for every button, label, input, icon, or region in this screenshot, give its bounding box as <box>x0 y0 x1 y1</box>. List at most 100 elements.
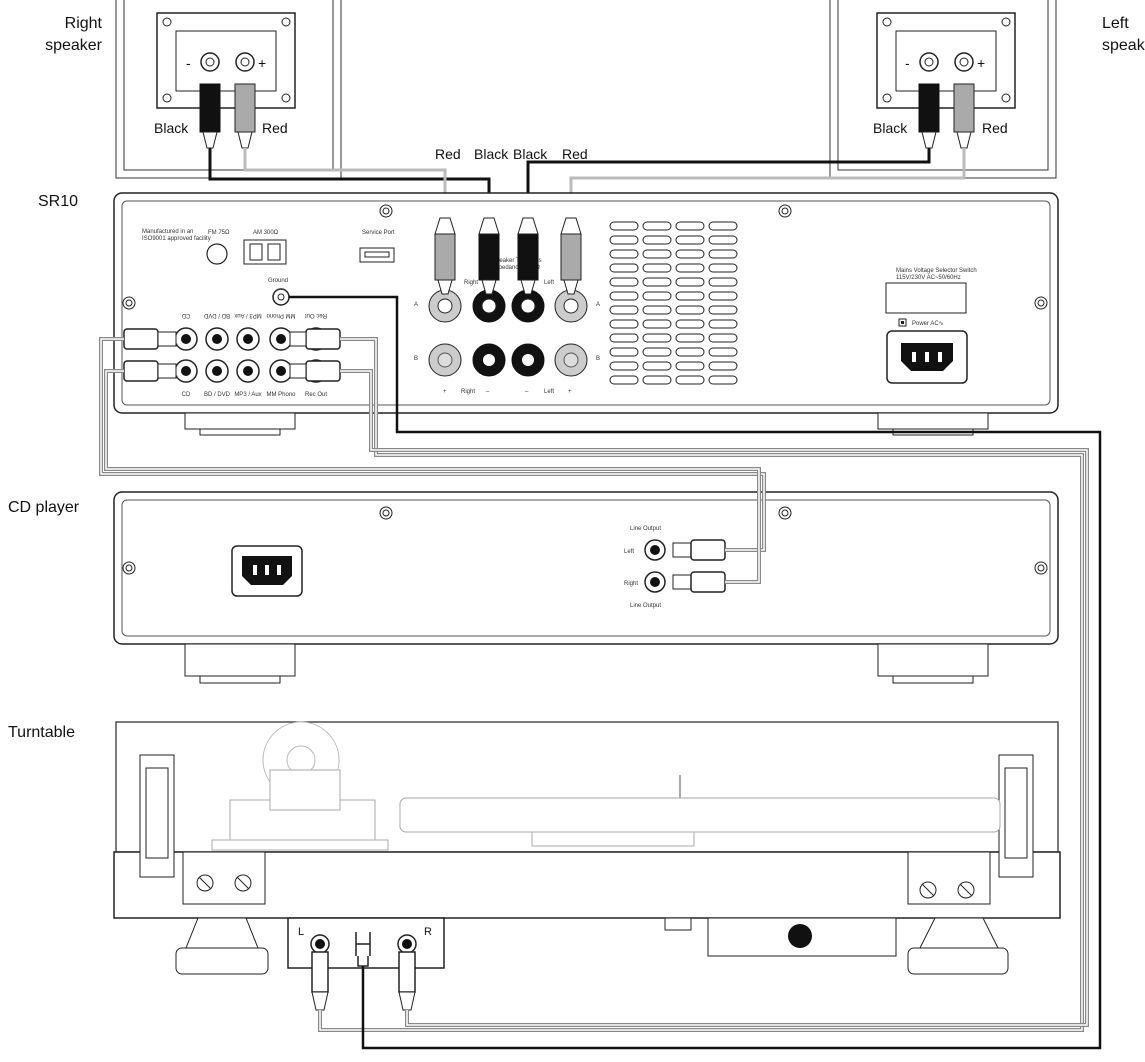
right-speaker-black-label: Black <box>154 120 189 136</box>
rca-jack-center <box>212 366 222 376</box>
left-speaker-black-label: Black <box>873 120 908 136</box>
input-label-bottom: MP3 / Aux <box>234 392 261 398</box>
cable-label-black-2: Black <box>513 146 548 162</box>
minus-label-right: – <box>486 389 490 395</box>
vent-slot <box>675 319 705 329</box>
row-b-label-right: B <box>596 356 600 362</box>
rca-plug-phono <box>305 360 341 382</box>
rca-jack-center <box>276 334 286 344</box>
turntable-label: Turntable <box>8 724 75 741</box>
rca-jack-center <box>181 366 191 376</box>
vent-slot <box>609 361 639 371</box>
vent-slot <box>675 263 705 273</box>
input-label-bottom: MM Phono <box>266 392 296 398</box>
vent-slot <box>708 319 738 329</box>
rca-plug-cd-tip <box>157 331 177 347</box>
vent-slot <box>675 361 705 371</box>
vent-slot <box>609 375 639 385</box>
vent-slot <box>708 305 738 315</box>
left-speaker-label: Leftspeaker <box>1102 15 1145 54</box>
vent-slot <box>609 249 639 259</box>
right-speaker-minus-label: - <box>186 55 191 71</box>
row-a-label-right: A <box>596 302 600 308</box>
cd-line-output-bottom: Line Output <box>630 603 661 609</box>
minus-label-left: – <box>525 389 529 395</box>
speaker-impedance-label: Impedance 4 - 8Ω <box>492 265 540 271</box>
ground-label: Ground <box>268 278 288 284</box>
left-bottom-label: Left <box>544 389 554 395</box>
vent-slot <box>609 263 639 273</box>
input-label-bottom: Rec Out <box>305 392 327 398</box>
cable-label-red-2: Red <box>562 146 588 162</box>
turntable-r-label: R <box>424 926 432 938</box>
row-a-label-left: A <box>414 302 418 308</box>
left-speaker: - + Black Red <box>829 0 1057 179</box>
vent-slot <box>708 221 738 231</box>
rca-jack-center <box>276 366 286 376</box>
vent-slot <box>708 263 738 273</box>
vent-slot <box>675 333 705 343</box>
right-speaker: - + Black Red <box>115 0 342 179</box>
cable-label-red-1: Red <box>435 146 461 162</box>
vent-slot <box>642 277 672 287</box>
vent-slot <box>675 375 705 385</box>
mains-voltage-label: Mains Voltage Selector Switch <box>896 268 977 274</box>
manufactured-line-1: Manufactured in an <box>142 229 193 235</box>
left-speaker-red-label: Red <box>982 120 1008 136</box>
input-label-top: MM Phono <box>266 312 296 318</box>
vent-slot <box>708 249 738 259</box>
vent-slot <box>609 277 639 287</box>
vent-slot <box>642 263 672 273</box>
input-label-top: BD / DVD <box>203 312 230 318</box>
vent-slot <box>642 221 672 231</box>
input-label-bottom: BD / DVD <box>204 392 231 398</box>
vent-slot <box>609 347 639 357</box>
vent-slot <box>675 235 705 245</box>
vent-slot <box>708 375 738 385</box>
mains-voltage-spec: 115V/230V AC~50/60Hz <box>896 275 961 281</box>
vent-slot <box>675 347 705 357</box>
vent-slot <box>642 361 672 371</box>
vent-slot <box>609 291 639 301</box>
rca-jack-center <box>212 334 222 344</box>
vent-slot <box>609 305 639 315</box>
fm-label: FM 75Ω <box>208 230 230 236</box>
input-label-top: MP3 / Aux <box>234 312 261 318</box>
amplifier-label: SR10 <box>38 193 78 210</box>
cd-player-rear-panel: Line Output Left Right Line Output <box>113 491 1059 684</box>
plus-label-right: + <box>443 389 447 395</box>
turntable-rear: L R <box>113 721 1061 1011</box>
vent-slot <box>675 277 705 287</box>
vent-slot <box>675 221 705 231</box>
vent-slot <box>708 361 738 371</box>
am-label: AM 300Ω <box>253 230 279 236</box>
rca-jack-center <box>181 334 191 344</box>
vent-slot <box>675 249 705 259</box>
service-port-label: Service Port <box>362 230 395 236</box>
cd-player-label: CD player <box>8 499 80 516</box>
turntable-l-label: L <box>298 926 304 938</box>
vent-slot <box>708 347 738 357</box>
left-speaker-minus-label: - <box>905 55 910 71</box>
vent-slot <box>609 333 639 343</box>
right-speaker-plus-label: + <box>258 55 266 71</box>
vent-slot <box>708 235 738 245</box>
rca-plug-cd <box>123 360 159 382</box>
vent-slot <box>708 333 738 343</box>
vent-slot <box>708 277 738 287</box>
left-speaker-plus-label: + <box>977 55 985 71</box>
right-speaker-red-label: Red <box>262 120 288 136</box>
vent-slot <box>642 249 672 259</box>
rca-jack-center <box>243 334 253 344</box>
vent-slot <box>609 235 639 245</box>
vent-slot <box>642 291 672 301</box>
vent-slot <box>708 291 738 301</box>
input-label-top: CD <box>181 312 190 318</box>
vent-slot <box>642 347 672 357</box>
right-bottom-label: Right <box>461 389 475 395</box>
rca-plug-cd-tip <box>157 363 177 379</box>
vent-slot <box>609 221 639 231</box>
rca-plug-phono-tip <box>289 331 307 347</box>
